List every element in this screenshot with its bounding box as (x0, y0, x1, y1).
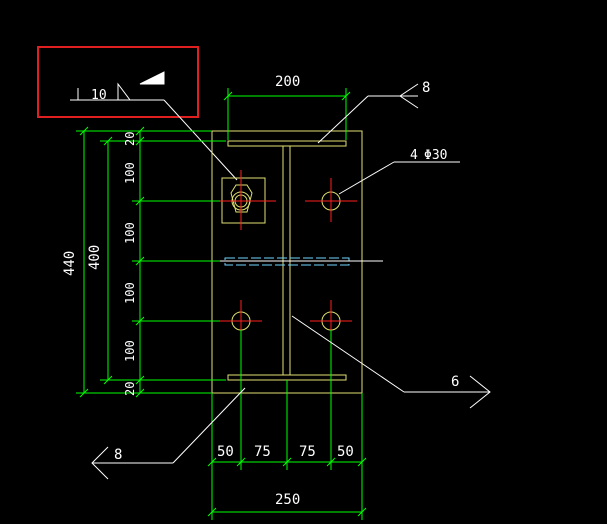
dim-bottom-seg-3: 75 (299, 444, 316, 460)
bottom-flange (227, 374, 347, 381)
weld-callout-bottom-left (91, 387, 246, 480)
stiffener-plate (224, 257, 350, 266)
dim-seg-1: 20 (123, 132, 137, 146)
bolt-callout (338, 161, 460, 195)
highlight-box (37, 46, 199, 118)
weld-legend-symbol (70, 71, 238, 181)
dim-seg-6: 20 (123, 382, 137, 396)
weld-top-right-size: 8 (422, 80, 430, 96)
weld-bottom-left-size: 8 (114, 447, 122, 463)
weld-callout-top-right (317, 83, 419, 144)
dim-left (76, 126, 226, 398)
nut-hexagon (230, 184, 253, 213)
top-flange (227, 140, 347, 147)
dim-seg-4: 100 (123, 282, 137, 304)
dim-inner-height: 400 (87, 245, 103, 270)
dim-top-200 (223, 88, 351, 140)
bolt-count: 4 (410, 148, 418, 163)
dim-bottom-seg-1: 50 (217, 444, 234, 460)
dim-bottom (207, 330, 367, 520)
bolt-diameter: Φ30 (424, 148, 447, 163)
dim-bottom-seg-4: 50 (337, 444, 354, 460)
dim-bottom-total: 250 (275, 492, 300, 508)
dim-seg-3: 100 (123, 222, 137, 244)
dim-bottom-seg-2: 75 (254, 444, 271, 460)
weld-right-size: 6 (451, 374, 459, 390)
dim-overall-height: 440 (62, 251, 78, 276)
base-plate (211, 130, 363, 394)
dim-seg-2: 100 (123, 162, 137, 184)
legend-weld-size: 10 (91, 88, 107, 103)
dim-top-label: 200 (275, 74, 300, 90)
hole-centerlines (206, 170, 357, 342)
weld-callout-right (291, 315, 491, 409)
dim-seg-5: 100 (123, 340, 137, 362)
